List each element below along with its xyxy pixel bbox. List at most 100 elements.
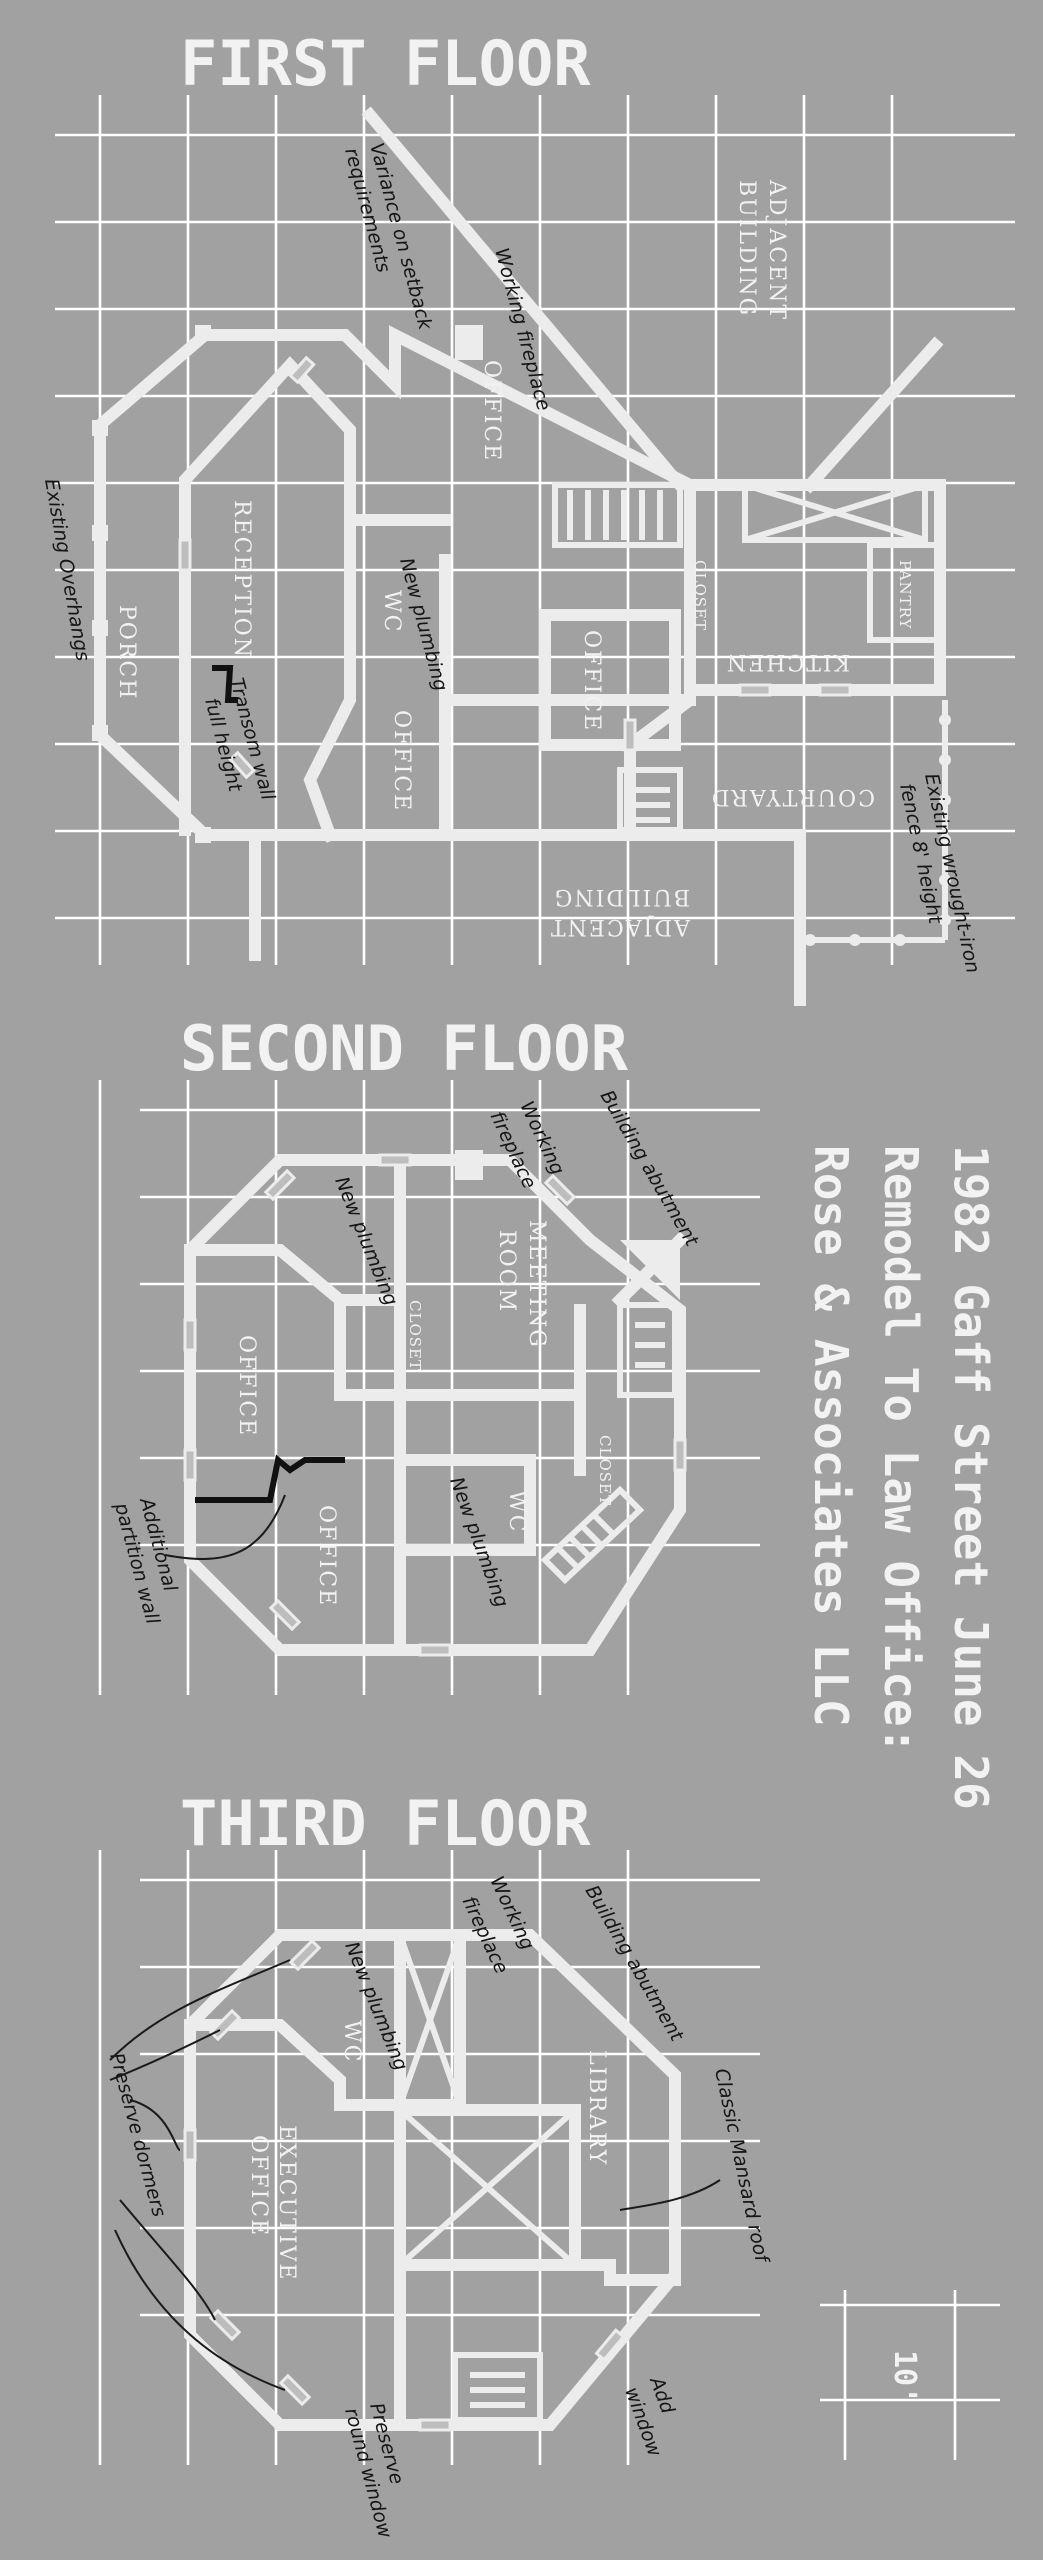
second-plumbing-note-a: New plumbing [330, 1174, 402, 1309]
window-5 [818, 683, 852, 697]
porch-post-5 [195, 325, 211, 341]
kitchen-counter [742, 482, 928, 543]
add-window [594, 2328, 626, 2362]
mansard-note: Classic Mansard roof [710, 2066, 773, 2267]
setback-diagonal-wall [361, 106, 689, 494]
title-line-2: Remodel To Law Office: [874, 1145, 928, 1754]
second-floor-stair-top [617, 1302, 678, 1398]
window-1 [288, 355, 316, 385]
wrought-iron-fence [804, 700, 951, 946]
first-floor-stair [552, 482, 683, 548]
chase-x-b [397, 1934, 463, 2106]
library-label: LIBRARY [584, 2050, 609, 2166]
second-floor-grid [98, 1080, 760, 1695]
scale-label: 10' [887, 2350, 922, 2404]
second-wc-label: WC [504, 1490, 529, 1533]
meeting-label-2: ROOM [494, 1230, 519, 1313]
porch-post-3 [92, 620, 108, 636]
dormer-3 [183, 2128, 197, 2162]
pantry-wall [867, 542, 943, 643]
wc-label: WC [379, 590, 404, 633]
window-6 [623, 718, 637, 752]
window-2b [183, 1318, 197, 1352]
additional-partition [195, 1454, 345, 1503]
second-floor-stair-bottom [540, 1485, 645, 1585]
porch-post-6 [195, 827, 211, 843]
closet-label: CLOSET [691, 560, 709, 631]
dormer-1 [288, 1938, 322, 1972]
round-window [418, 2418, 452, 2432]
window-2d [418, 1643, 452, 1657]
third-floor-stair [452, 2352, 543, 2423]
window-3 [228, 750, 256, 780]
third-floor-grid [98, 1850, 760, 2465]
second-closet-a-label: CLOSET [406, 1300, 424, 1371]
dormers-note: Preserve dormers [105, 2051, 170, 2220]
adjacent-building-top-1: ADJACENT [764, 179, 789, 321]
transom-wall [212, 665, 238, 703]
window-2g [263, 1168, 297, 1202]
scale-grid [820, 2290, 1000, 2460]
third-wc-wall [184, 2019, 406, 2111]
meeting-label-1: MEETING [524, 1220, 549, 1349]
first-floor-fireplace [455, 325, 483, 360]
window-2 [178, 538, 192, 572]
window-2f [543, 1173, 577, 1207]
title-block: 1982 Gaff Street June 26 Remodel To Law … [804, 1145, 998, 1810]
title-line-1: 1982 Gaff Street June 26 [944, 1145, 998, 1810]
office-top-label: OFFICE [479, 360, 504, 462]
first-floor-heading: FIRST FLOOR [180, 27, 591, 100]
second-office-a-label: OFFICE [234, 1335, 259, 1437]
window-2c [183, 1448, 197, 1482]
adjacent-building-bottom-1: ADJACENT [549, 914, 691, 939]
second-fireplace [455, 1150, 483, 1180]
pantry-label: PANTRY [896, 560, 914, 630]
second-floor-heading: SECOND FLOOR [180, 1012, 629, 1085]
dormer-5 [278, 2373, 312, 2407]
third-floor-plan: LIBRARY EXECUTIVE OFFICE WC Building abu… [105, 1873, 773, 2541]
porch-post-2 [92, 525, 108, 541]
second-office-b-label: OFFICE [314, 1505, 339, 1607]
courtyard-label: COURTYARD [710, 784, 875, 809]
first-floor-plan: ADJACENT BUILDING ADJACENT BUILDING OFFI… [40, 106, 984, 1006]
porch-post-1 [92, 420, 108, 436]
dormer-arrows [109, 1959, 291, 2391]
adjacent-building-top-2: BUILDING [734, 180, 759, 317]
porch-label: PORCH [114, 605, 139, 700]
first-floor-outer-wall [94, 325, 696, 841]
counter-x-b [744, 482, 926, 543]
adjacent-building-wall-right [624, 829, 806, 1006]
abutment-fill [620, 1240, 680, 1300]
third-void [394, 2104, 581, 2271]
adjacent-building-bottom-2: BUILDING [553, 884, 690, 909]
reception-label: RECEPTION [229, 500, 254, 659]
third-wc-label: WC [339, 2020, 364, 2063]
office-small-label: OFFICE [579, 630, 604, 732]
office-small-wall [539, 609, 681, 751]
second-floor-outer-wall [184, 1154, 686, 1656]
adjacent-diagonal-wall [801, 336, 944, 494]
title-line-3: Rose & Associates LLC [804, 1145, 858, 1727]
office-mid-label: OFFICE [389, 710, 414, 812]
second-office-wall [184, 1244, 346, 1401]
window-2h [268, 1598, 302, 1632]
third-floor-outer-wall [184, 1929, 681, 2431]
second-plumbing-note-b: New plumbing [445, 1474, 512, 1610]
third-floor-heading: THIRD FLOOR [180, 1787, 591, 1860]
void-x-b [398, 2107, 577, 2268]
window-2a [378, 1153, 412, 1167]
kitchen-label: KITCHEN [725, 649, 850, 674]
window-4 [738, 683, 772, 697]
partition-arrow [164, 1494, 286, 1560]
first-floor-stair-b [617, 767, 683, 833]
executive-label-1: EXECUTIVE [274, 2125, 299, 2281]
window-2e [673, 1438, 687, 1472]
porch-inner-wall [179, 356, 356, 843]
second-closet-b-label: CLOSET [596, 1435, 614, 1506]
third-abutment-note: Building abutment [581, 1882, 689, 2047]
library-wall [569, 2259, 681, 2286]
second-wc-wall [394, 1454, 536, 1556]
porch-post-4 [92, 725, 108, 741]
executive-label-2: OFFICE [246, 2135, 271, 2237]
